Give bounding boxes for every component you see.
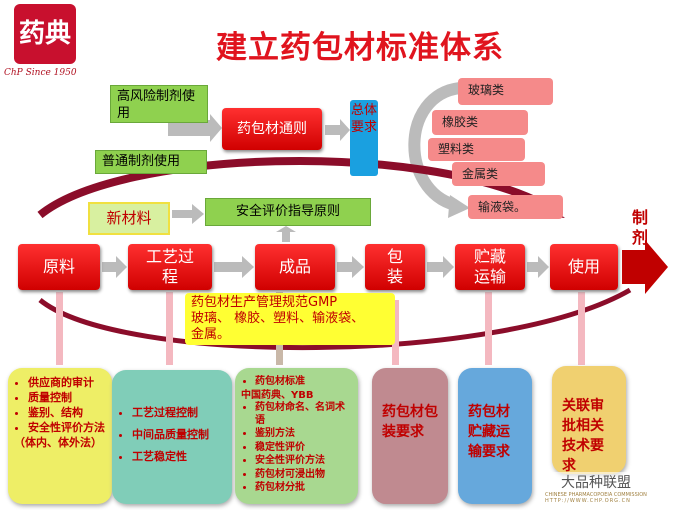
category-plastic: 塑料类 [428,138,525,161]
product-item: 安全性评价方法 [255,455,352,468]
product-item: 稳定性评价 [255,442,352,455]
flow-arrow [337,256,364,278]
raw-item: 鉴别、结构 [28,406,106,420]
product-item: 药包材可浸出物 [255,469,352,482]
storage-detail-box: 药包材贮藏运输要求 [458,368,532,504]
high-risk-box: 高风险制剂使用 [110,85,208,123]
watermark: 大品种联盟 CHINESE PHARMACOPOEIA COMMISSION H… [545,472,680,510]
flow-product: 成品 [255,244,335,290]
logo-since: ChP Since 1950 [4,68,77,78]
category-metal: 金属类 [452,162,545,186]
flow-process: 工艺过程 [128,244,212,290]
watermark-url: HTTP://WWW.CHP.ORG.CN [545,498,631,504]
raw-item: 供应商的审计 [28,376,106,390]
logo-seal: 药典 [14,4,76,64]
page-title: 建立药包材标准体系 [216,30,504,66]
flow-raw: 原料 [18,244,100,290]
category-iv-bag: 输液袋。 [468,195,563,219]
use-detail-box: 关联审批相关技术要求 [552,366,626,474]
gmp-materials: 玻璃、 橡胶、塑料、输液袋、 [191,311,365,326]
common-box: 普通制剂使用 [95,150,207,174]
arrow-up-to-guide [276,226,296,242]
preparation-label: 制剂 [632,208,649,247]
process-item: 工艺过程控制 [132,406,226,420]
flow-use: 使用 [550,244,618,290]
product-item: 药包材分批 [255,482,352,495]
safety-guide-box: 安全评价指导原则 [205,198,371,226]
raw-item: 安全性评价方法 [28,421,106,435]
raw-item: 质量控制 [28,391,106,405]
product-item: 药包材命名、名词术语 [255,402,352,427]
product-sub: 中国药典、YBB [241,389,314,401]
watermark-name: 大品种联盟 [561,475,631,491]
chp-logo: 药典 ChP Since 1950 [4,4,94,84]
process-detail-box: 工艺过程控制 中间品质量控制 工艺稳定性 [112,370,232,504]
raw-detail-box: 供应商的审计 质量控制 鉴别、结构 安全性评价方法 （体内、体外法） [8,368,112,504]
product-detail-box: 药包材标准 中国药典、YBB 药包材命名、名词术语 鉴别方法 稳定性评价 安全性… [235,368,358,504]
gmp-title: 药包材生产管理规范GMP [191,295,338,310]
arrow-rule-to-req [325,119,350,141]
cycle-arc-bottom [38,287,632,350]
product-item: 药包材标准 [255,376,352,389]
raw-note: （体内、体外法） [14,436,102,449]
process-item: 工艺稳定性 [132,450,226,464]
arrow-new-to-guide [172,204,204,224]
gray-curved-arrow [408,82,462,211]
flow-arrows [102,256,549,278]
new-material-box: 新材料 [88,202,170,235]
product-item: 鉴别方法 [255,428,352,441]
category-glass: 玻璃类 [458,78,553,105]
flow-packaging: 包装 [365,244,425,290]
general-rule-box: 药包材通则 [222,108,322,150]
flow-arrow [427,256,454,278]
general-req-box: 总体要求 [350,100,378,176]
category-rubber: 橡胶类 [432,110,528,135]
process-item: 中间品质量控制 [132,428,226,442]
flow-arrow [214,256,254,278]
gmp-materials-2: 金属。 [191,327,231,342]
flow-arrow [102,256,127,278]
gray-arrow-head [448,195,470,218]
flow-arrow [527,256,549,278]
preparation-arrow [622,240,668,294]
gmp-box: 药包材生产管理规范GMP 玻璃、 橡胶、塑料、输液袋、 金属。 [185,293,395,345]
watermark-org: CHINESE PHARMACOPOEIA COMMISSION [545,492,647,498]
packaging-detail-box: 药包材包装要求 [372,368,448,504]
flow-storage: 贮藏运输 [455,244,525,290]
connector-stems [56,292,585,365]
